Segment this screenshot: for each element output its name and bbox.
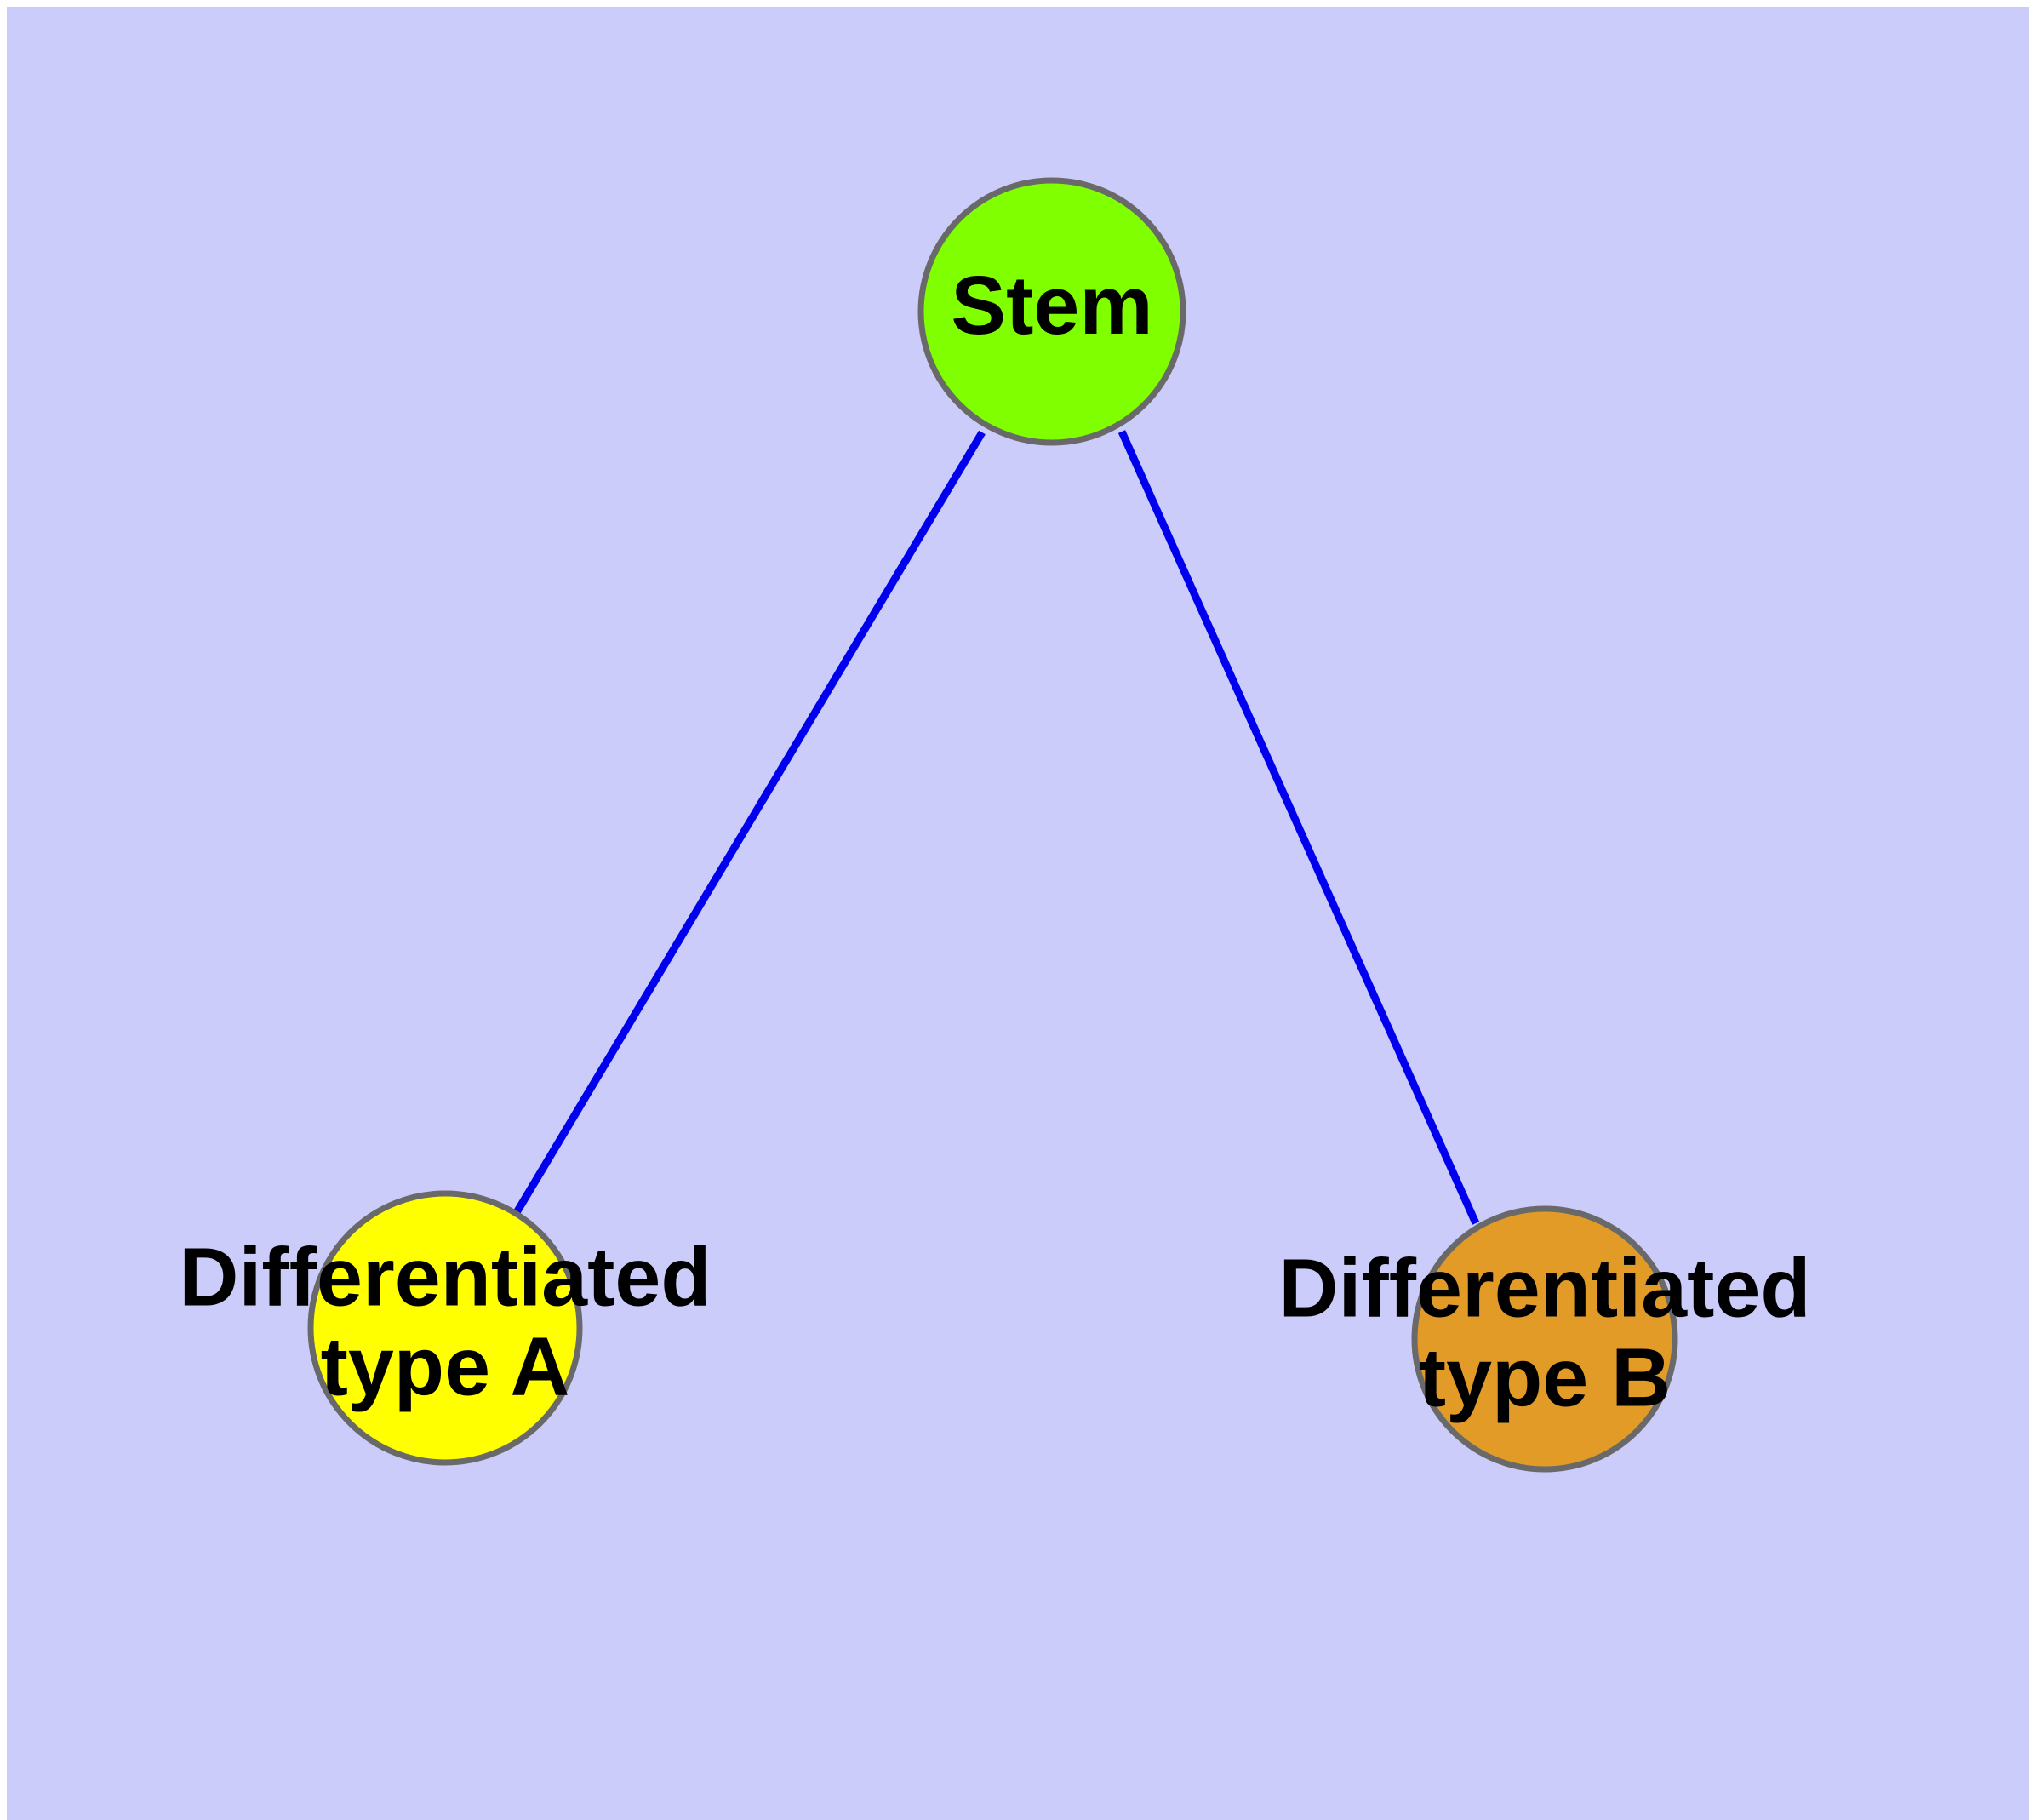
nodes-layer [307,177,1678,1473]
edges-layer [512,430,1480,1225]
graph-node-label-stem: Stem [951,259,1152,352]
graph-node-diff_a[interactable] [307,1190,583,1466]
graph-node-label-line: Stem [951,259,1152,352]
graph-node-label-line: type A [321,1319,570,1412]
graph-node-label-line: Differentiated [179,1230,711,1323]
graph-node-diff_b[interactable] [1411,1205,1678,1473]
graph-node-label-line: Differentiated [1278,1241,1810,1334]
graph-node-label-line: type B [1419,1331,1671,1423]
graph-edge-stem-diff_b [1117,430,1480,1225]
graph-node-stem[interactable] [917,177,1186,446]
graph-edge-stem-diff_a [512,430,986,1216]
